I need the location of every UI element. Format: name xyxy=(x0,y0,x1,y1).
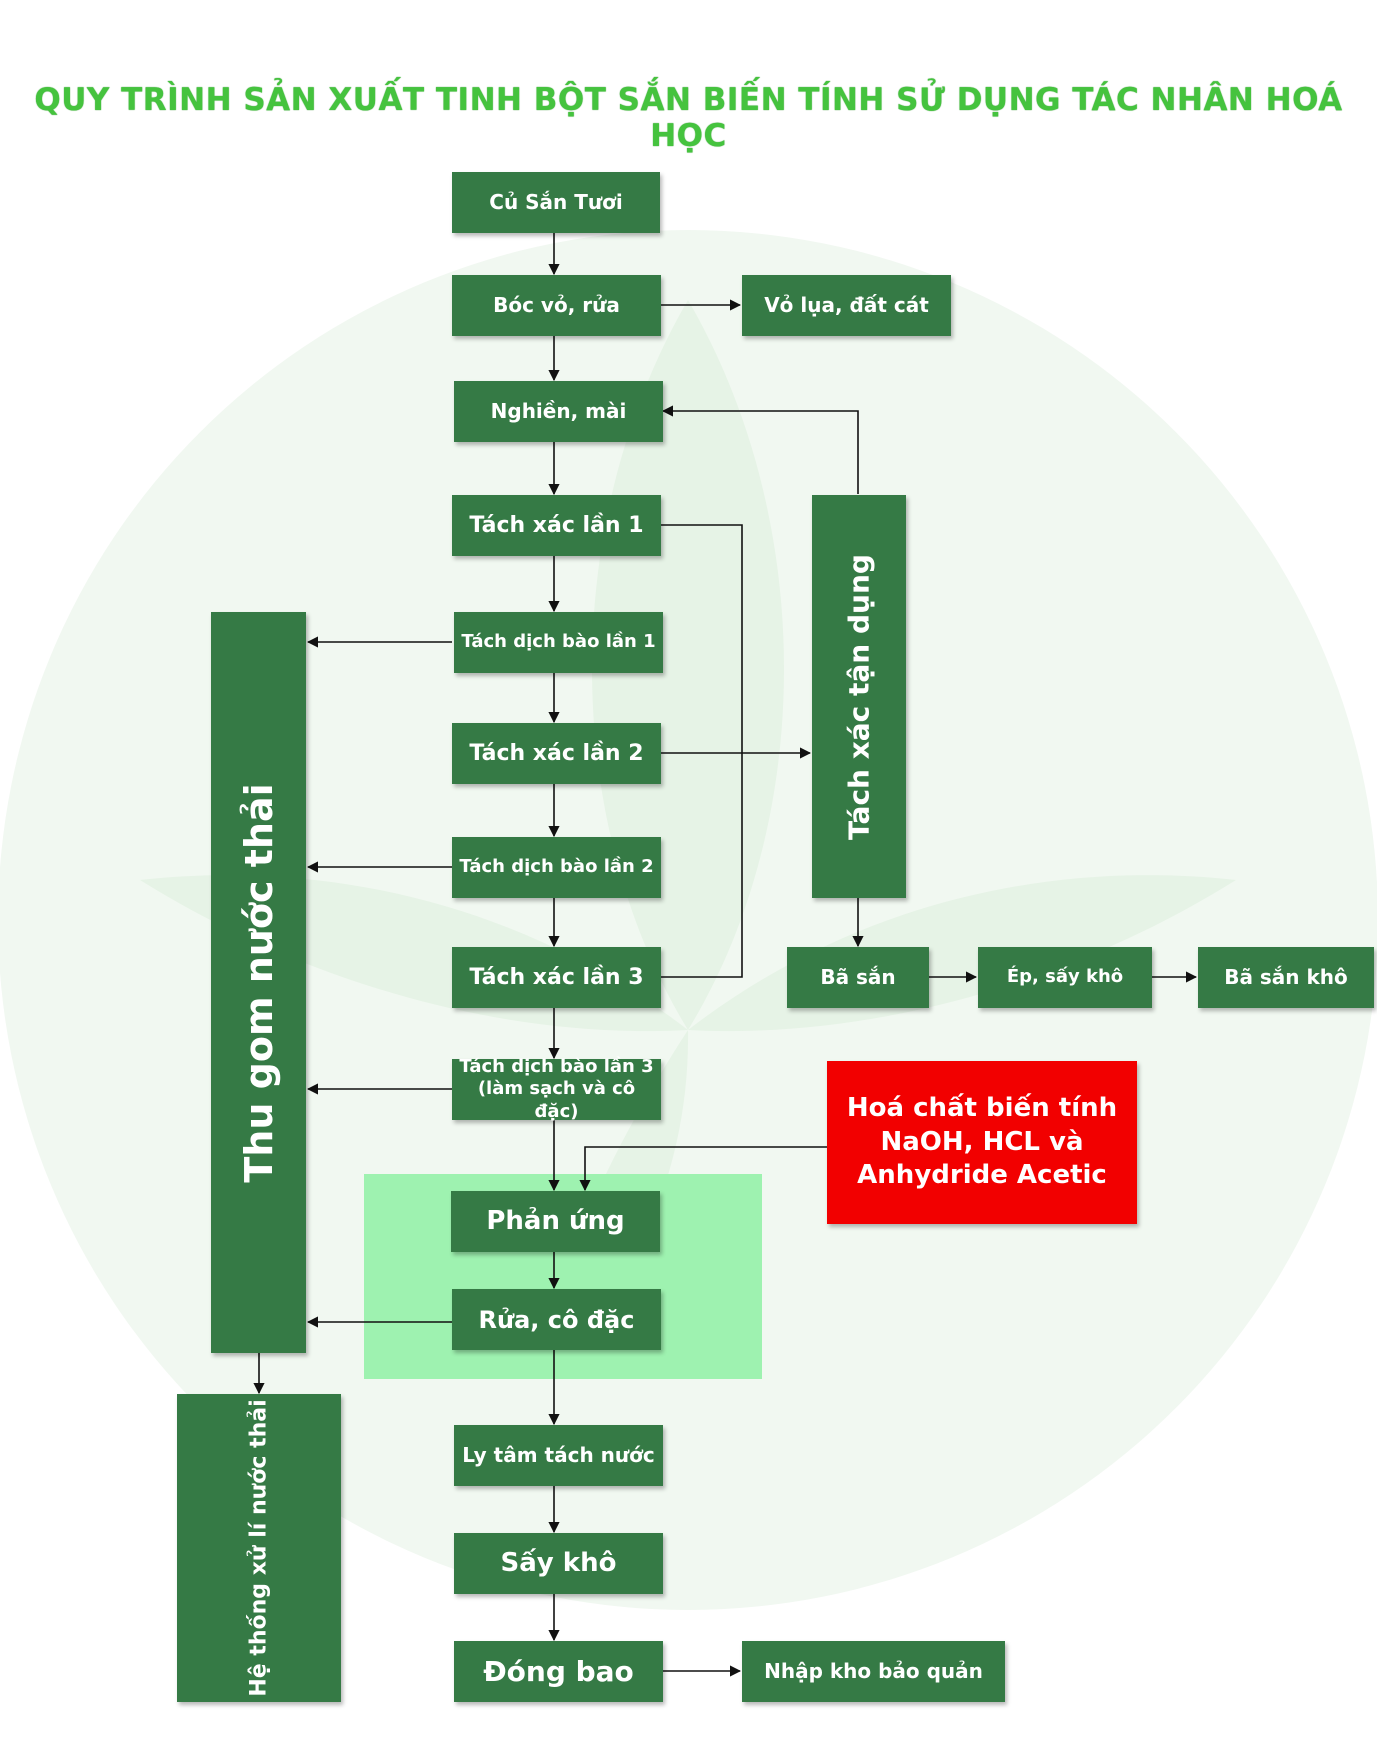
step-tach-dich-bao-lan-3-line1: Tách dịch bào lần 3 xyxy=(459,1055,654,1077)
step-say-kho: Sấy khô xyxy=(454,1533,663,1594)
step-tach-dich-bao-lan-3-line2: (làm sạch và cô đặc) xyxy=(477,1078,636,1122)
step-rua-co-dac: Rửa, cô đặc xyxy=(452,1289,661,1350)
step-dong-bao: Đóng bao xyxy=(454,1641,663,1702)
chemical-line-2: NaOH, HCL và xyxy=(880,1126,1084,1157)
step-cu-san-tuoi: Củ Sắn Tươi xyxy=(452,172,660,233)
output-ba-san: Bã sắn xyxy=(787,947,929,1008)
step-nghien-mai: Nghiền, mài xyxy=(454,381,663,442)
thu-gom-nuoc-thai-column: Thu gom nước thải xyxy=(211,612,306,1353)
output-vo-lua-dat-cat: Vỏ lụa, đất cát xyxy=(742,275,951,336)
step-tach-xac-lan-2: Tách xác lần 2 xyxy=(452,723,661,784)
chemical-input-box: Hoá chất biến tính NaOH, HCL và Anhydrid… xyxy=(827,1061,1137,1224)
step-tach-dich-bao-lan-3: Tách dịch bào lần 3 (làm sạch và cô đặc) xyxy=(452,1055,661,1122)
step-tach-xac-lan-1: Tách xác lần 1 xyxy=(452,495,661,556)
chemical-line-3: Anhydride Acetic xyxy=(857,1160,1107,1191)
step-nhap-kho-bao-quan: Nhập kho bảo quản xyxy=(742,1641,1005,1702)
step-ly-tam-tach-nuoc: Ly tâm tách nước xyxy=(454,1425,663,1486)
tach-xac-tan-dung-column: Tách xác tận dụng xyxy=(812,495,906,898)
step-phan-ung: Phản ứng xyxy=(451,1191,660,1252)
step-ep-say-kho: Ép, sấy khô xyxy=(978,947,1152,1008)
step-tach-dich-bao-lan-2: Tách dịch bào lần 2 xyxy=(452,837,661,898)
thu-gom-nuoc-thai-label: Thu gom nước thải xyxy=(236,782,281,1183)
he-thong-xu-li-column: Hệ thống xử lí nước thải xyxy=(177,1394,341,1702)
step-boc-vo-rua: Bóc vỏ, rửa xyxy=(452,275,661,336)
tach-xac-tan-dung-label: Tách xác tận dụng xyxy=(842,553,876,840)
step-tach-dich-bao-lan-1: Tách dịch bào lần 1 xyxy=(454,612,663,673)
he-thong-xu-li-label: Hệ thống xử lí nước thải xyxy=(246,1399,272,1697)
chemical-line-1: Hoá chất biến tính xyxy=(846,1092,1118,1123)
output-ba-san-kho: Bã sắn khô xyxy=(1198,947,1374,1008)
page-title: QUY TRÌNH SẢN XUẤT TINH BỘT SẮN BIẾN TÍN… xyxy=(34,82,1343,154)
step-tach-xac-lan-3: Tách xác lần 3 xyxy=(452,947,661,1008)
